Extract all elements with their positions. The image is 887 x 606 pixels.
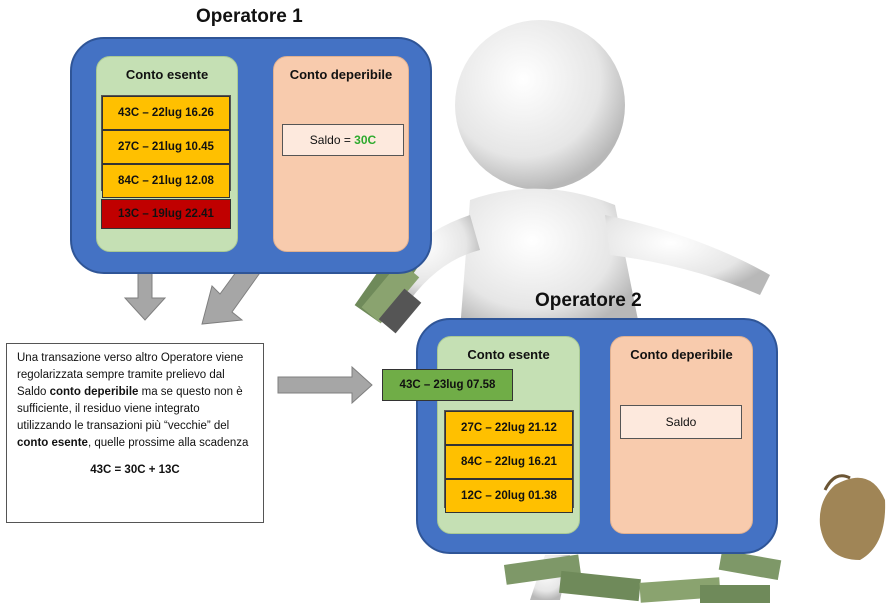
transaction-item: 12C – 20lug 01.38 bbox=[445, 479, 573, 513]
saldo-label: Saldo = bbox=[309, 133, 355, 147]
money-stacks-icon bbox=[503, 549, 782, 603]
operator2-perishable-account-title: Conto deperibile bbox=[630, 347, 733, 362]
explanation-note: Una transazione verso altro Operatore vi… bbox=[6, 343, 264, 523]
transaction-item: 43C – 22lug 16.26 bbox=[102, 96, 230, 130]
operator1-title: Operatore 1 bbox=[196, 6, 303, 27]
equation: 43C = 30C + 13C bbox=[90, 464, 180, 476]
figure-right-arm bbox=[605, 215, 770, 295]
operator1-exempt-account-title: Conto esente bbox=[125, 67, 209, 82]
expiring-transaction-item: 13C – 19lug 22.41 bbox=[101, 199, 231, 229]
operator1-transaction-list: 43C – 22lug 16.26 27C – 21lug 10.45 84C … bbox=[101, 95, 231, 198]
right-arrow-icon bbox=[277, 365, 373, 405]
operator2-title: Operatore 2 bbox=[535, 290, 642, 311]
operator1-saldo-box: Saldo = 30C bbox=[282, 124, 404, 156]
figure-head bbox=[455, 20, 625, 190]
operator2-exempt-account-title: Conto esente bbox=[467, 347, 550, 362]
money-bag-icon bbox=[819, 474, 886, 560]
operator1-perishable-account-title: Conto deperibile bbox=[289, 67, 393, 82]
transaction-item: 84C – 22lug 16.21 bbox=[445, 445, 573, 479]
transaction-item: 27C – 22lug 21.12 bbox=[445, 411, 573, 445]
transaction-item: 84C – 21lug 12.08 bbox=[102, 164, 230, 198]
figure-body bbox=[460, 188, 640, 338]
operator2-transaction-list: 27C – 22lug 21.12 84C – 22lug 16.21 12C … bbox=[444, 410, 574, 513]
explanation-text: Una transazione verso altro Operatore vi… bbox=[17, 352, 249, 449]
operator2-saldo-box: Saldo bbox=[620, 405, 742, 439]
incoming-transaction-item: 43C – 23lug 07.58 bbox=[382, 369, 513, 401]
saldo-value: 30C bbox=[354, 133, 377, 147]
transaction-item: 27C – 21lug 10.45 bbox=[102, 130, 230, 164]
